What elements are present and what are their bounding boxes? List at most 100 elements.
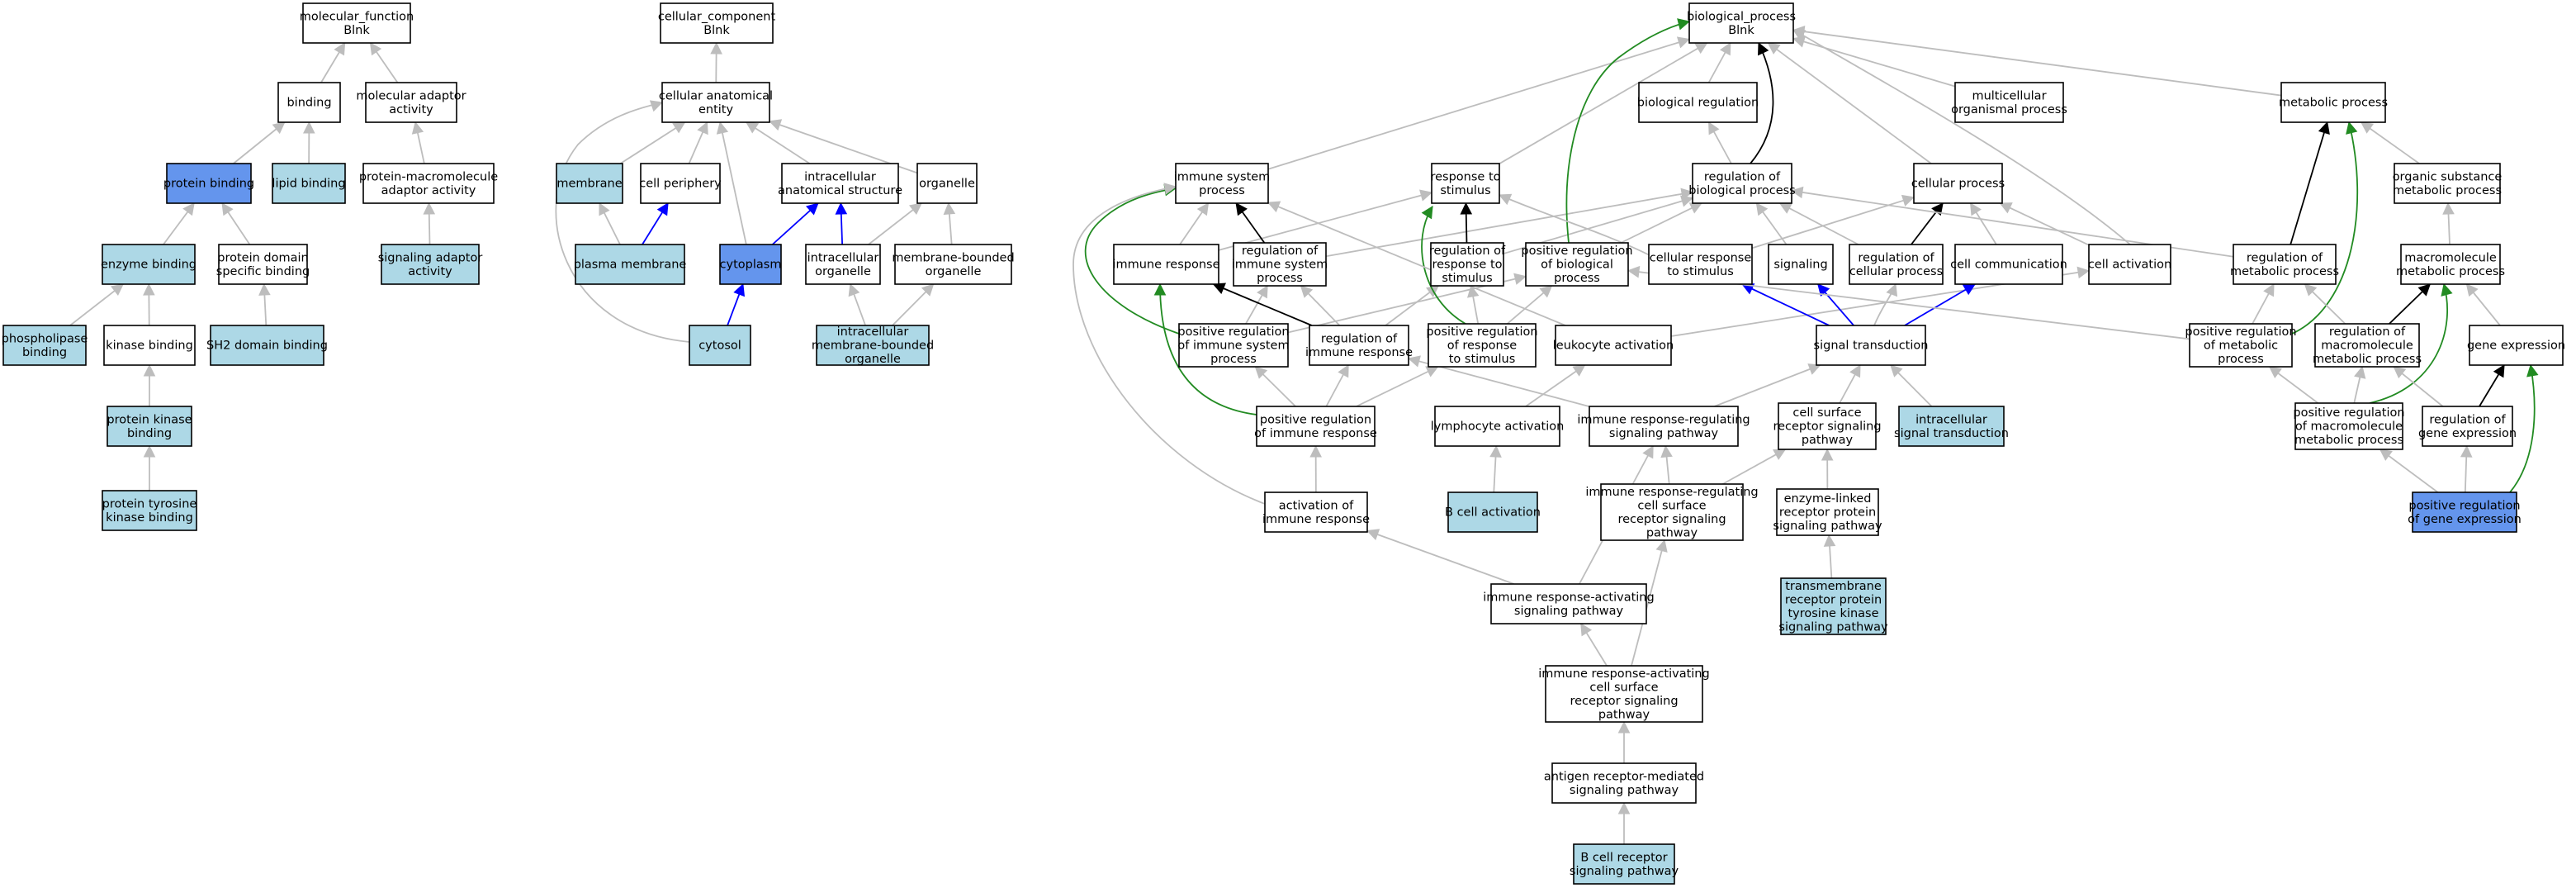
edge-arrowhead (1999, 202, 2013, 214)
go-term-node-signaling[interactable]: signaling (1768, 244, 1834, 285)
edge-arrowhead (921, 283, 935, 297)
go-term-node-metabolic[interactable]: metabolic process (2279, 82, 2388, 123)
node-label-line: Blnk (343, 24, 370, 37)
edge-pos_reg_macro_met-to-macro_met (2369, 283, 2453, 404)
go-term-node-protein-binding[interactable]: protein binding (163, 163, 254, 204)
go-term-node-enzyme-binding[interactable]: enzyme binding (101, 244, 197, 285)
node-box (1589, 406, 1739, 447)
go-term-node-b-cell-act[interactable]: B cell activation (1445, 491, 1541, 533)
go-term-node-binding[interactable]: binding (277, 82, 341, 123)
edge-line (1750, 42, 1774, 164)
edge-line (1366, 529, 1515, 585)
edge-arrowhead (806, 202, 819, 216)
node-label-line: regulation of (1704, 170, 1781, 183)
go-term-node-cytosol[interactable]: cytosol (689, 325, 751, 366)
node-label-line: positive regulation (1260, 413, 1371, 426)
go-term-node-cell-comm[interactable]: cell communication (1950, 244, 2067, 285)
edge-bcr_sig-to-arm_sig (1617, 801, 1631, 844)
node-label-line: enzyme binding (101, 259, 197, 272)
go-term-node-kinase-binding[interactable]: kinase binding (103, 325, 196, 366)
go-term-node-bio-reg[interactable]: biological regulation (1637, 82, 1759, 123)
edge-arrowhead (1580, 623, 1593, 637)
go-term-node-cell-act[interactable]: cell activation (2088, 244, 2171, 285)
node-label-line: immune response (1305, 346, 1413, 359)
go-term-node-lipid-binding[interactable]: lipid binding (272, 163, 346, 204)
go-term-node-lymph-act[interactable]: lymphocyte activation (1431, 406, 1565, 447)
edge-pos_reg_imm_resp-to-immune_resp (1153, 283, 1257, 416)
node-label-line: process (1210, 353, 1257, 366)
go-term-node-plasma-membrane[interactable]: plasma membrane (574, 244, 687, 285)
node-label-line: Blnk (703, 24, 730, 37)
node-label-line: enzyme-linked (1784, 492, 1872, 506)
node-box (1113, 244, 1219, 285)
edge-arrowhead (768, 119, 783, 131)
go-term-node-sh2[interactable]: SH2 domain binding (206, 325, 328, 366)
go-term-node-leuk-act[interactable]: leukocyte activation (1553, 325, 1674, 366)
edge-leuk_act-to-immune_sys (1267, 201, 1566, 326)
node-label-line: activity (408, 265, 452, 278)
go-term-node-gene-expr[interactable]: gene expression (2467, 325, 2565, 366)
edge-arrowhead (334, 42, 346, 56)
go-term-node-immune-resp[interactable]: immune response (1112, 244, 1220, 285)
node-box (575, 244, 685, 285)
edge-arrowhead (143, 283, 155, 296)
node-label-line: metabolic process (2294, 434, 2403, 447)
go-term-node-cell-proc[interactable]: cellular process (1911, 163, 2005, 204)
go-term-node-organelle[interactable]: organelle (916, 163, 978, 204)
edge-pk_binding-to-kinase_binding (143, 363, 156, 406)
edge-pd_binding-to-protein_binding (221, 202, 251, 245)
go-term-node-cell-periphery[interactable]: cell periphery (639, 163, 722, 204)
go-term-node-sig-trans[interactable]: signal transduction (1814, 325, 1929, 366)
go-term-node-cytoplasm[interactable]: cytoplasm (719, 244, 782, 285)
node-label-line: specific binding (216, 265, 310, 278)
go-term-node-membrane[interactable]: membrane (556, 163, 623, 204)
